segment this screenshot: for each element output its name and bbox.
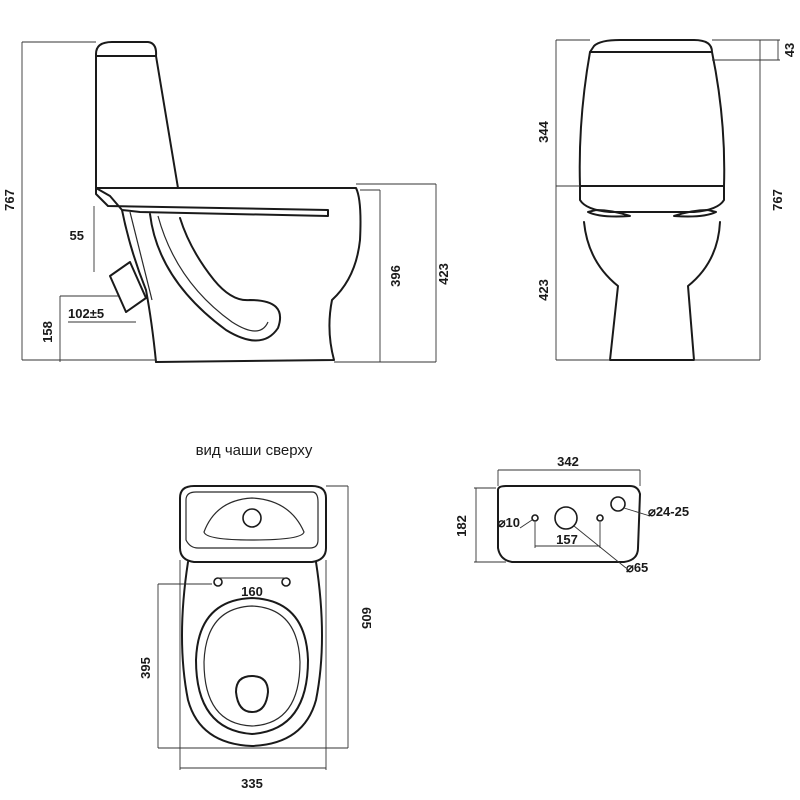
side-outlet — [109, 261, 147, 313]
front-overall-height-label: 767 — [770, 189, 785, 211]
side-seat-height-label: 423 — [436, 263, 451, 285]
side-body-inner — [129, 211, 153, 301]
front-seat-slot-left — [587, 209, 631, 218]
top-bolt-spacing-label: 160 — [241, 584, 263, 599]
side-outlet-height-label: 158 — [40, 321, 55, 343]
top-tank-basin — [203, 497, 305, 541]
tank-drain-label: ⌀65 — [626, 560, 648, 575]
tank-view: 342 182 157 ⌀10 ⌀24-25 ⌀65 — [454, 454, 689, 575]
top-bowl-length-label: 395 — [138, 657, 153, 679]
tank-small-hole-label: ⌀10 — [498, 515, 520, 530]
top-tank-drain-hole — [242, 508, 262, 528]
side-outlet-size-label: 102±5 — [68, 306, 104, 321]
tank-depth-label: 182 — [454, 515, 469, 537]
front-view: 43 344 423 767 — [536, 39, 797, 361]
top-total-length-label: 605 — [359, 607, 374, 629]
front-bowl-height-label: 423 — [536, 279, 551, 301]
front-lid-thickness-label: 43 — [782, 43, 797, 57]
side-body-front — [121, 209, 157, 363]
top-seat-outer — [195, 597, 309, 735]
side-bowl-rim — [155, 187, 362, 363]
side-view: 767 55 102±5 158 396 423 — [2, 41, 451, 363]
tank-inlet-hole — [610, 496, 626, 512]
side-trapway — [149, 213, 281, 342]
top-bolt-hole-right — [281, 577, 291, 587]
top-view-caption: вид чаши сверху — [196, 442, 313, 459]
top-view: вид чаши сверху 160 395 605 335 — [138, 442, 374, 791]
front-tank-lid — [589, 39, 713, 53]
tank-small-hole-right — [596, 514, 604, 522]
top-seat-inner — [203, 605, 301, 727]
tank-outline — [497, 485, 641, 563]
top-tank-inner — [185, 491, 319, 549]
tank-inlet-label: ⌀24-25 — [648, 504, 689, 519]
front-tank-body — [578, 51, 726, 187]
top-bolt-hole-left — [213, 577, 223, 587]
side-trapway-inner — [157, 215, 269, 332]
top-width-label: 335 — [241, 776, 263, 791]
top-bowl-hole — [235, 675, 269, 713]
front-seat-slot-right — [673, 209, 717, 218]
side-tank-lid — [95, 41, 158, 57]
tank-drain-hole — [554, 506, 578, 530]
top-tank-outline — [179, 485, 327, 563]
side-seat — [95, 187, 329, 217]
tank-small-hole-left — [531, 514, 539, 522]
side-bowl-height-label: 396 — [388, 265, 403, 287]
front-tank-height-label: 344 — [536, 120, 551, 142]
side-outlet-offset-label: 55 — [70, 228, 84, 243]
side-overall-height-label: 767 — [2, 189, 17, 211]
front-bowl-top — [579, 185, 725, 213]
tank-width-label: 342 — [557, 454, 579, 469]
tank-hole-spacing-label: 157 — [556, 532, 578, 547]
front-bowl-body — [583, 221, 721, 361]
top-bowl-outline — [181, 561, 323, 747]
side-tank-body — [95, 55, 179, 189]
